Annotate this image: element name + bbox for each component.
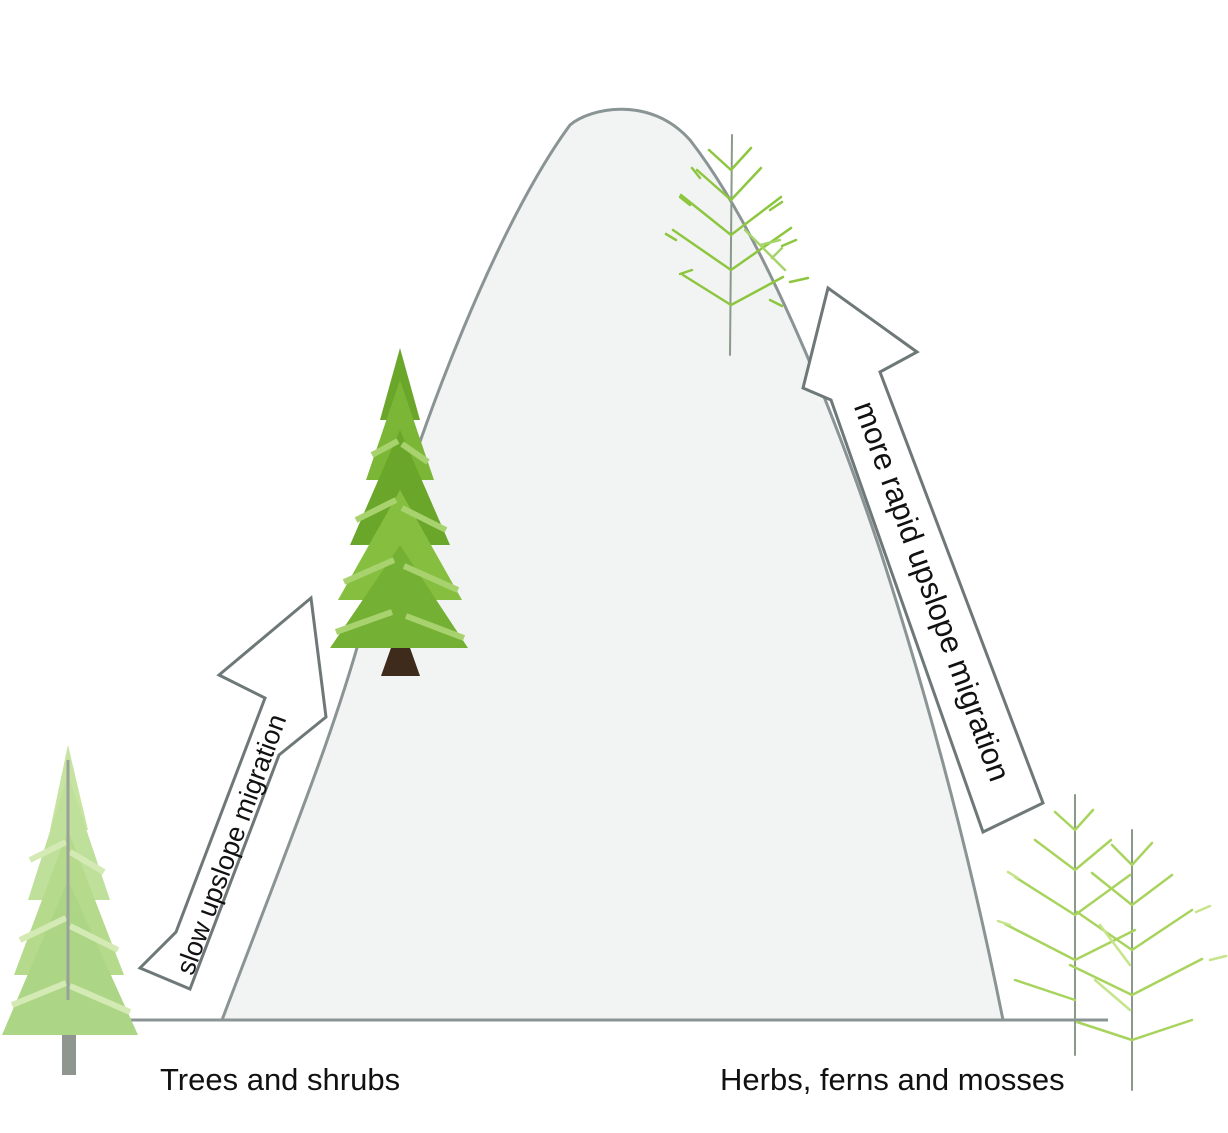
faded-conifer-tree-icon <box>2 745 138 1075</box>
herb-plant-cluster-icon <box>996 794 1228 1091</box>
trees-and-shrubs-caption: Trees and shrubs <box>160 1062 400 1097</box>
conifer-tree-icon <box>330 348 468 676</box>
herb-plant-icon <box>664 134 810 356</box>
mountain-shape <box>219 107 1005 1022</box>
herbs-ferns-mosses-caption: Herbs, ferns and mosses <box>720 1062 1065 1097</box>
mountain <box>219 107 1005 1022</box>
